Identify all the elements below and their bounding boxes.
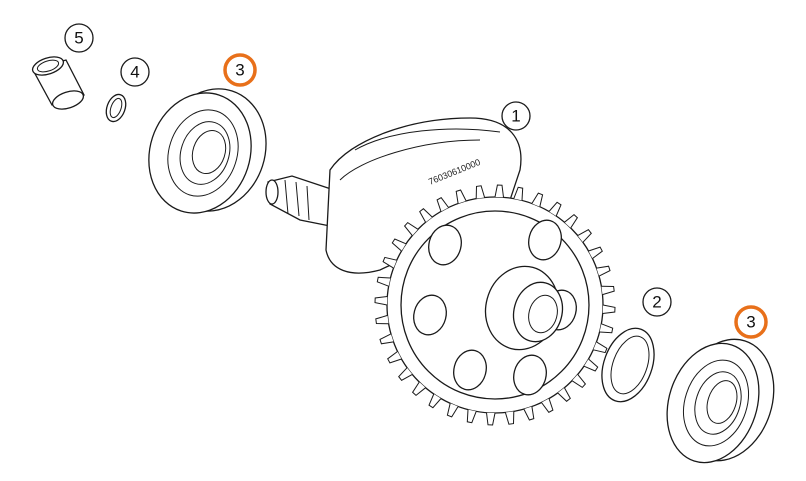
gear-tooth [382, 256, 397, 269]
callout-2-label: 2 [652, 293, 661, 312]
gear-tooth [571, 374, 587, 389]
part-1-crankshaft: 76030610000 [265, 117, 616, 426]
gear-tooth [398, 367, 413, 381]
gear-tooth [466, 409, 477, 424]
gear-tooth [588, 246, 603, 259]
gear-tooth [593, 341, 608, 354]
gear-tooth [548, 201, 562, 217]
gear-tooth [436, 197, 449, 212]
callout-4-circle [120, 57, 150, 87]
part-4-ring [105, 93, 127, 123]
callout-2: 2 [642, 287, 672, 317]
gear-tooth [557, 387, 571, 402]
gear-tooth [541, 398, 554, 413]
gear-tooth [375, 314, 389, 325]
gear-tooth [475, 185, 486, 199]
callout-5-label: 5 [74, 29, 83, 48]
callout-1-label: 1 [511, 107, 520, 126]
gear-tooth [577, 229, 592, 243]
gear-tooth [494, 184, 504, 198]
gear-tooth [428, 393, 442, 409]
callout-5-circle [64, 23, 94, 53]
callout-3-left-label: 3 [235, 61, 244, 80]
callout-3-right-label: 3 [746, 313, 755, 332]
gear-tooth [455, 189, 467, 204]
callout-3-right: 3 [734, 305, 768, 339]
callout-3-left: 3 [223, 53, 257, 87]
gear-tooth [446, 403, 459, 418]
part-5-sleeve [31, 56, 85, 110]
gear-tooth [601, 285, 615, 296]
gear-tooth [387, 351, 402, 364]
gear-tooth [419, 208, 433, 223]
gear-tooth [391, 238, 407, 252]
callout-3-left-circle [223, 53, 257, 87]
gear-tooth [379, 333, 394, 345]
callout-4: 4 [120, 57, 150, 87]
gear-tooth [486, 412, 496, 426]
part-3-bearing-left [148, 88, 267, 214]
gear-tooth [583, 358, 599, 372]
callout-1-circle [501, 101, 531, 131]
gear-tooth [513, 186, 524, 201]
gear-tooth [564, 213, 579, 229]
callout-4-label: 4 [130, 63, 139, 82]
gear [374, 184, 616, 426]
part-3-bearing-right [666, 338, 775, 464]
callout-1: 1 [501, 101, 531, 131]
gear-tooth [403, 221, 419, 236]
gear-tooth [602, 304, 616, 314]
gear-tooth [376, 276, 391, 287]
part-2-washer [601, 327, 655, 403]
gear-tooth [374, 296, 388, 306]
gear-tooth [504, 411, 515, 425]
callout-2-circle [642, 287, 672, 317]
gear-tooth [411, 381, 426, 397]
gear-tooth [599, 323, 614, 334]
callout-5: 5 [64, 23, 94, 53]
gear-tooth [531, 192, 544, 207]
callout-3-right-circle [734, 305, 768, 339]
gear-tooth [596, 265, 611, 277]
gear-tooth [523, 406, 535, 421]
